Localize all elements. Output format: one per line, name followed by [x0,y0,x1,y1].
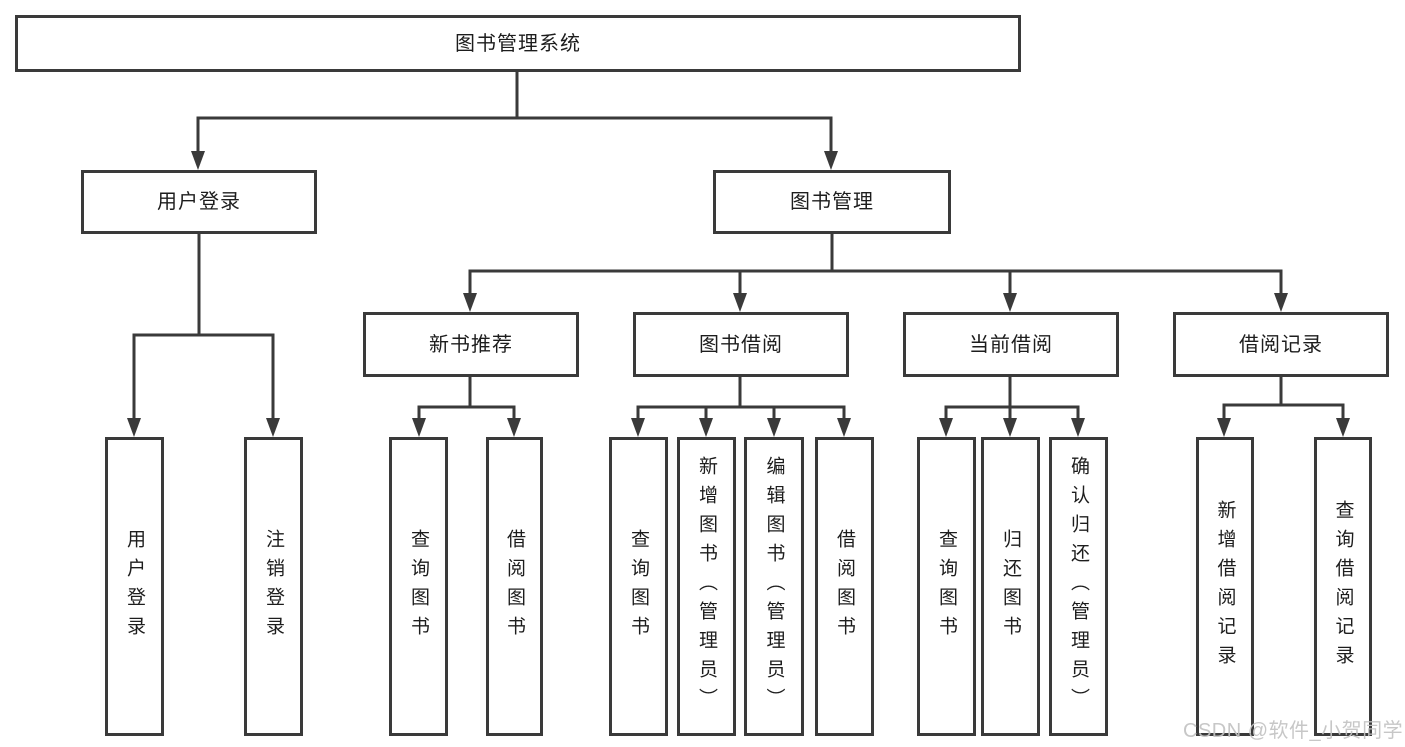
node-user-login: 用户登录 [81,170,317,234]
leaf-current-return-books: 归还图书 [981,437,1040,736]
leaf-borrow-borrow-books: 借阅图书 [815,437,874,736]
node-book-management: 图书管理 [713,170,951,234]
node-current-borrowing: 当前借阅 [903,312,1119,377]
leaf-user-login: 用户登录 [105,437,164,736]
leaf-borrow-query-books: 查询图书 [609,437,668,736]
node-library-management-system: 图书管理系统 [15,15,1021,72]
node-new-book-recommendation: 新书推荐 [363,312,579,377]
leaf-recommend-query-books: 查询图书 [389,437,448,736]
leaf-logout: 注销登录 [244,437,303,736]
node-book-borrowing: 图书借阅 [633,312,849,377]
leaf-records-query-borrow-record: 查询借阅记录 [1314,437,1372,736]
leaf-records-add-borrow-record: 新增借阅记录 [1196,437,1254,736]
leaf-current-query-books: 查询图书 [917,437,976,736]
leaf-borrow-edit-books-admin: 编辑图书（管理员） [744,437,804,736]
leaf-borrow-add-books-admin: 新增图书（管理员） [677,437,736,736]
leaf-current-confirm-return-admin: 确认归还（管理员） [1049,437,1108,736]
node-borrowing-records: 借阅记录 [1173,312,1389,377]
leaf-recommend-borrow-books: 借阅图书 [486,437,543,736]
csdn-watermark: CSDN @软件_小贺同学 [1183,720,1404,742]
